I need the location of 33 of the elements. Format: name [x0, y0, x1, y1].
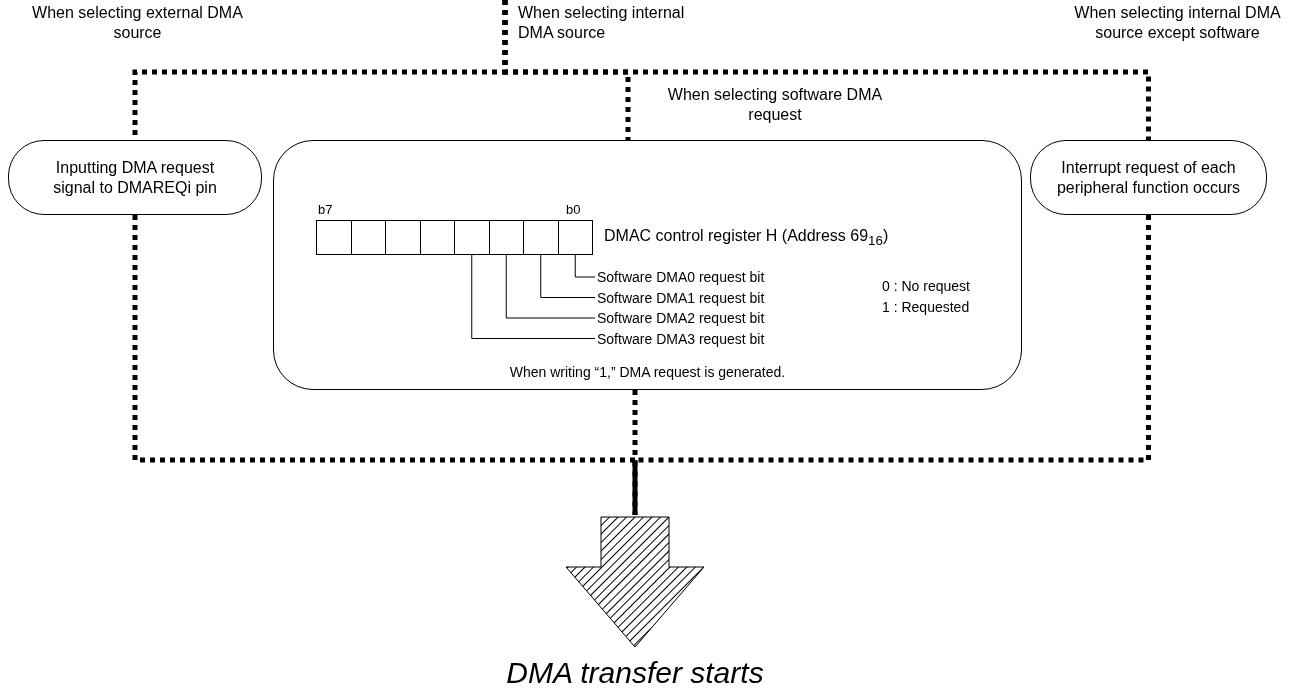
condition-label: When selecting internal DMA source	[518, 3, 686, 43]
leader-line	[540, 254, 596, 298]
leader-line	[574, 254, 596, 278]
leader-line	[505, 254, 596, 319]
edge-label: When selecting software DMA request	[666, 85, 884, 125]
dotted-connector	[632, 390, 638, 515]
register-bit-cell	[523, 220, 559, 255]
value-meaning: 1 : Requested	[882, 298, 971, 317]
event-box: Inputting DMA request signal to DMAREQi pin	[8, 140, 262, 215]
value-meaning: 0 : No request	[882, 277, 971, 296]
register-bit-cell	[454, 220, 490, 255]
register-bit-cell	[316, 220, 352, 255]
register-bit-cell	[350, 220, 386, 255]
note-text: When writing “1,” DMA request is generated.	[508, 363, 787, 382]
register-bit-cell	[419, 220, 455, 255]
bit-name: Software DMA3 request bit	[597, 328, 827, 349]
leader-line	[471, 254, 596, 339]
register-bit-cell	[385, 220, 421, 255]
register-panel	[273, 140, 1022, 390]
register-name: DMAC control register H (Address 69$_{16}$)	[604, 226, 890, 251]
bit-number: b7	[318, 201, 334, 219]
bit-name: Software DMA1 request bit	[597, 287, 827, 308]
bit-number: b0	[566, 201, 582, 219]
dotted-connector	[632, 215, 1151, 515]
bit-name: Software DMA2 request bit	[597, 308, 827, 328]
result-caption: DMA transfer starts	[505, 655, 765, 691]
register-bit-cell	[557, 220, 593, 255]
event-box: Interrupt request of each peripheral function occurs	[1030, 140, 1267, 215]
edge-label: When selecting internal DMA source except software	[1073, 3, 1282, 43]
edge-label: When selecting external DMA source	[31, 3, 244, 43]
register-bit-cell	[488, 220, 524, 255]
dotted-connector	[502, 0, 1151, 140]
bit-name: Software DMA0 request bit	[597, 267, 827, 287]
